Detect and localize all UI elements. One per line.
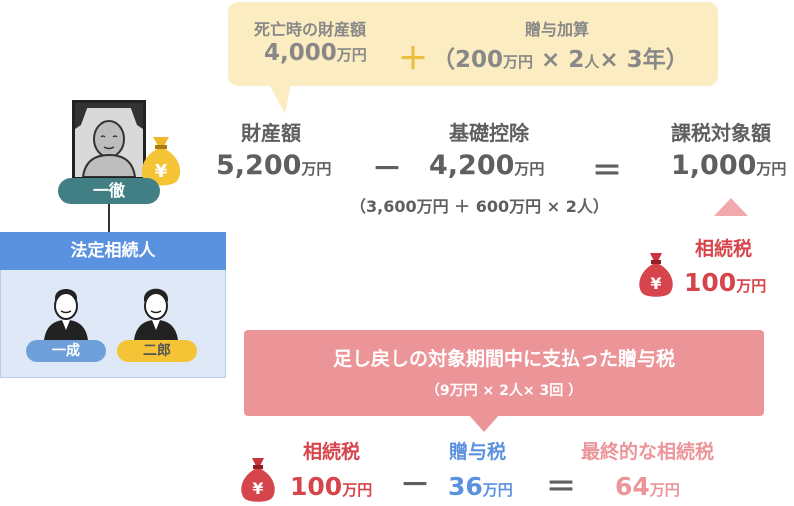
final-tax-result-value: 64万円 (615, 472, 680, 501)
deceased-name-badge: 一徹 (58, 178, 160, 204)
money-bag-icon: ¥ (639, 253, 673, 297)
minus-sign: － (372, 152, 402, 187)
gift-tax-value: 36万円 (448, 472, 513, 501)
estate-at-death-label: 死亡時の財産額 (254, 20, 367, 39)
basic-deduction-heading: 基礎控除 (449, 121, 529, 145)
estate-at-death-amount: 4,000万円 (264, 40, 367, 66)
heir-avatar-icon (134, 288, 178, 340)
assets-heading: 財産額 (241, 121, 301, 145)
gift-tax-callout-subtitle: （9万円 × 2人× 3回 ） (425, 383, 583, 399)
equals-sign: ＝ (546, 470, 576, 505)
basic-deduction-note: （3,600万円 ＋ 600万円 × 2人） (350, 197, 609, 216)
heir-name-badge-2: 二郎 (117, 340, 197, 362)
gift-addition-label: 贈与加算 (525, 20, 590, 39)
up-arrow-icon (714, 198, 748, 216)
final-inheritance-tax-label: 相続税 (303, 441, 361, 463)
estate-callout (228, 2, 718, 86)
deceased-portrait-icon (72, 100, 146, 180)
inheritance-tax-label: 相続税 (695, 238, 753, 260)
svg-text:¥: ¥ (155, 161, 168, 182)
svg-text:¥: ¥ (252, 479, 263, 498)
plus-sign: ＋ (398, 42, 428, 77)
equals-sign: ＝ (592, 154, 622, 189)
minus-sign: － (400, 468, 430, 503)
family-connector-line (108, 204, 110, 232)
legal-heirs-heading: 法定相続人 (0, 232, 226, 270)
gift-tax-callout (244, 330, 764, 416)
taxable-amount-heading: 課税対象額 (671, 121, 771, 145)
money-bag-icon: ¥ (241, 458, 275, 502)
assets-value: 5,200万円 (216, 150, 332, 181)
svg-text:¥: ¥ (650, 274, 661, 293)
gift-tax-label: 贈与税 (449, 441, 507, 463)
taxable-amount-value: 1,000万円 (671, 150, 787, 181)
inheritance-tax-value: 100万円 (684, 268, 767, 297)
basic-deduction-value: 4,200万円 (429, 150, 545, 181)
final-tax-result-label: 最終的な相続税 (581, 441, 715, 463)
gift-addition-formula: （200万円 × 2人× 3年） (432, 47, 689, 73)
heir-name-badge-1: 一成 (26, 340, 106, 362)
heir-avatar-icon (44, 289, 88, 340)
final-inheritance-tax-value: 100万円 (290, 472, 373, 501)
gift-tax-callout-tail (468, 414, 500, 432)
gift-tax-callout-title: 足し戻しの対象期間中に支払った贈与税 (332, 348, 675, 370)
estate-callout-tail (268, 84, 298, 114)
money-bag-icon: ¥ (141, 137, 181, 186)
